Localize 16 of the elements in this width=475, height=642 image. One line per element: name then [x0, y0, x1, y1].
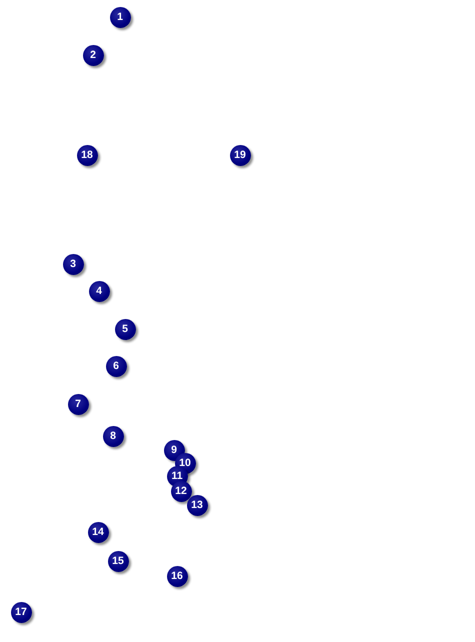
callout-number: 12: [170, 480, 192, 502]
callout-number: 17: [10, 602, 32, 622]
callout-number: 15: [108, 550, 128, 572]
callout-number: 6: [106, 356, 126, 376]
callout-number: 18: [76, 144, 98, 166]
callout-number: 13: [186, 494, 208, 516]
callout-number: 4: [88, 280, 110, 302]
callout-number: 19: [230, 144, 250, 166]
callout-number: 7: [68, 394, 88, 414]
callout-number: 14: [88, 522, 108, 542]
callout-number: 5: [114, 318, 136, 340]
callout-number: 1: [110, 6, 130, 28]
callout-number: 8: [102, 426, 124, 446]
callout-number: 3: [62, 254, 84, 274]
callout-number: 16: [166, 566, 188, 586]
callout-number: 2: [82, 44, 104, 66]
